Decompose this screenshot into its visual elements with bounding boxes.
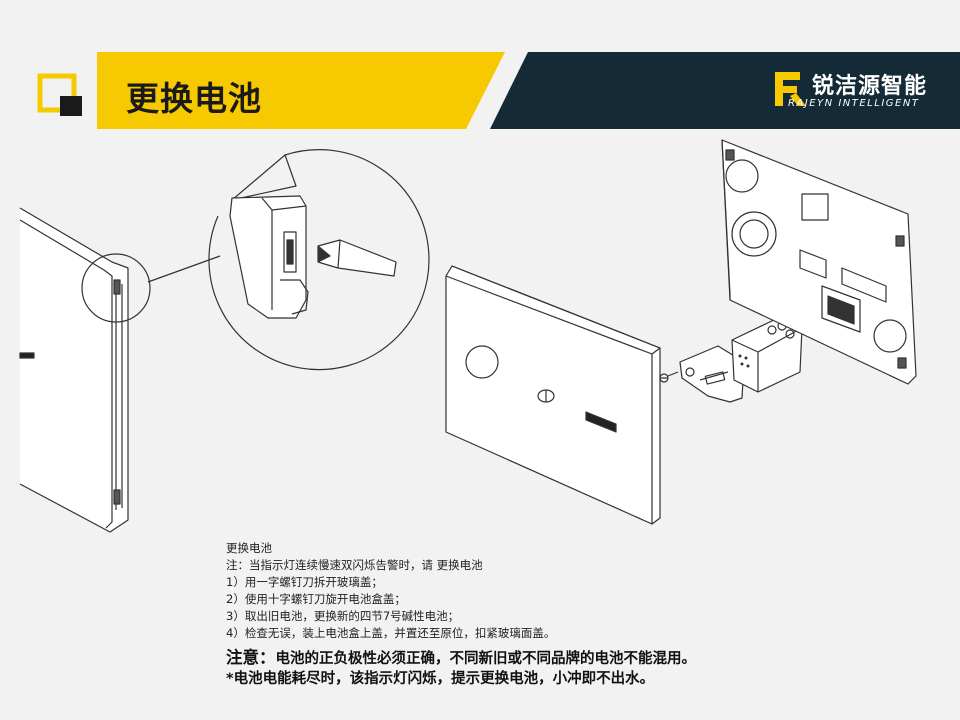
step-item: 3）取出旧电池，更换新的四节7号碱性电池； (226, 609, 460, 623)
detail-leader-line (147, 255, 221, 283)
panel-side-view (19, 207, 129, 533)
steps-heading: 更换电池 (226, 541, 272, 555)
brand-logo-icon (775, 72, 806, 106)
page-title: 更换电池 (126, 79, 262, 118)
steps-notice: 注：当指示灯连续慢速双闪烁告警时，请 更换电池 (226, 558, 483, 572)
step-item: 2）使用十字螺钉刀旋开电池盒盖； (226, 592, 406, 606)
instruction-steps: 更换电池 注：当指示灯连续慢速双闪烁告警时，请 更换电池 1）用一字螺钉刀拆开玻… (226, 540, 555, 642)
warning-text: 电池的正负极性必须正确，不同新旧或不同品牌的电池不能混用。 (275, 651, 697, 667)
title-bar-yellow (97, 52, 505, 129)
glass-cover (445, 265, 661, 525)
corner-square-outline (37, 73, 77, 113)
detail-marker-circle (81, 253, 151, 323)
brand-name-en: RAJEYN INTELLIGENT (788, 98, 920, 109)
warning-note: 注意：电池的正负极性必须正确，不同新旧或不同品牌的电池不能混用。 *电池电能耗尽… (226, 648, 696, 689)
warning-line-1: 注意：电池的正负极性必须正确，不同新旧或不同品牌的电池不能混用。 (226, 648, 696, 669)
brand-name-cn: 锐洁源智能 (812, 74, 928, 99)
warning-line-2: *电池电能耗尽时，该指示灯闪烁，提示更换电池，小冲即不出水。 (226, 671, 655, 687)
header-band (37, 52, 960, 129)
battery-replacement-illustration (19, 139, 917, 533)
battery-box-cover (679, 345, 745, 403)
screw (659, 371, 679, 383)
warning-lead: 注意： (226, 648, 276, 667)
step-item: 4）检查无误，装上电池盒上盖，并置还至原位，扣紧玻璃面盖。 (226, 626, 556, 640)
mounting-plate (721, 139, 917, 385)
step-item: 1）用一字螺钉刀拆开玻璃盖； (226, 575, 383, 589)
magnified-detail (208, 149, 430, 371)
corner-square-fill (60, 96, 82, 116)
brand-bar-navy (490, 52, 960, 129)
